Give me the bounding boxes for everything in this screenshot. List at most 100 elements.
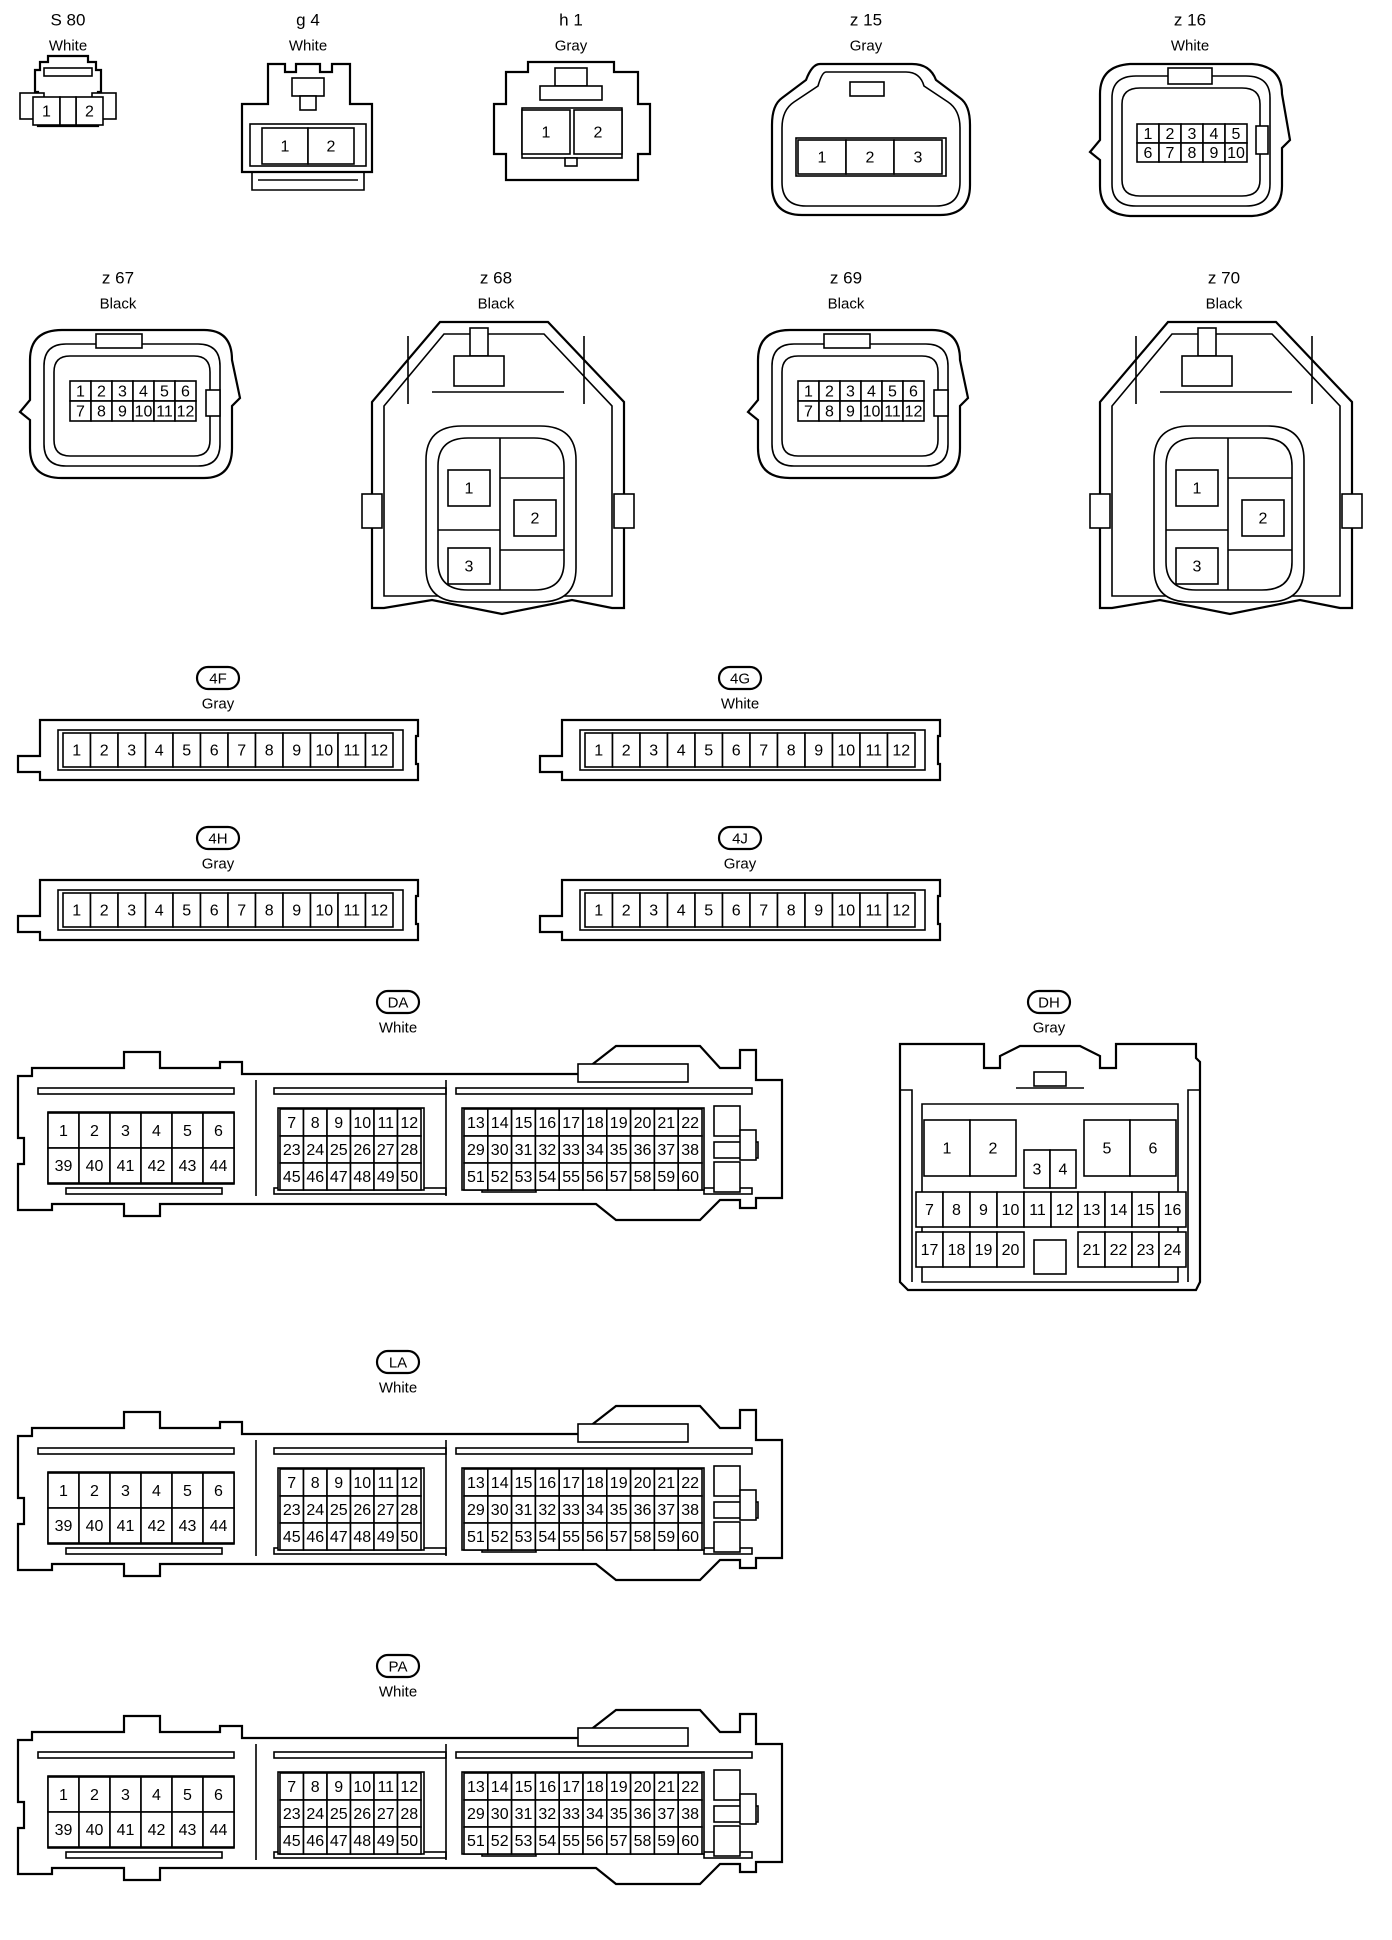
housing-outline	[455, 1087, 753, 1095]
pin-number: 6	[210, 743, 219, 760]
pin-number: 11	[1029, 1202, 1046, 1219]
connector-code: z 16	[1174, 11, 1206, 30]
pin-number: 3	[121, 1123, 130, 1140]
pin-number: 1	[59, 1123, 68, 1140]
pin-number: 2	[97, 384, 106, 401]
latch-tab	[1167, 67, 1213, 85]
pin-number: 27	[377, 1502, 395, 1519]
pin-number: 8	[265, 903, 274, 920]
pin-number: 9	[334, 1779, 343, 1796]
pin-cavity	[902, 400, 925, 422]
pin-number: 55	[562, 1833, 580, 1850]
pin-cavity	[886, 732, 916, 768]
pin-number: 3	[127, 903, 136, 920]
pin-number: 26	[353, 1142, 371, 1159]
pin-number: 9	[334, 1115, 343, 1132]
pin-number: 5	[704, 743, 713, 760]
pin-number: 40	[86, 1822, 104, 1839]
pin-cavity	[1049, 1149, 1077, 1189]
pin-number: 2	[1166, 126, 1175, 143]
pin-number: 11	[884, 404, 901, 421]
latch-tab	[291, 77, 325, 97]
pin-number: 44	[210, 1158, 228, 1175]
pin-cavity	[1077, 1191, 1106, 1228]
pin-number: 22	[681, 1779, 699, 1796]
pin-number: 4	[155, 743, 164, 760]
pin-number: 30	[491, 1806, 509, 1823]
pin-number: 12	[370, 903, 388, 920]
pin-number: 14	[491, 1779, 509, 1796]
pin-number: 2	[622, 903, 631, 920]
pin-number: 7	[759, 743, 768, 760]
pin-cavity	[144, 892, 174, 928]
pin-number: 19	[975, 1242, 993, 1259]
pin-cavity	[886, 892, 916, 928]
pin-number: 52	[491, 1529, 509, 1546]
connector-color: Black	[100, 296, 137, 313]
pin-cavity	[639, 732, 669, 768]
pin-cavity	[996, 1231, 1025, 1268]
pin-number: 39	[55, 1518, 73, 1535]
pin-number: 59	[657, 1529, 675, 1546]
connector-color: Gray	[1033, 1020, 1066, 1037]
pin-number: 6	[214, 1123, 223, 1140]
pin-cavity	[109, 1811, 142, 1848]
pin-number: 44	[210, 1518, 228, 1535]
pin-number: 33	[562, 1806, 580, 1823]
pin-cavity	[140, 1507, 173, 1544]
pin-number: 1	[281, 139, 290, 156]
pin-number: 9	[1210, 145, 1219, 162]
pin-number: 13	[1083, 1202, 1101, 1219]
pin-cavity	[915, 1231, 944, 1268]
pin-number: 27	[377, 1806, 395, 1823]
pin-number: 3	[649, 903, 658, 920]
pin-cavity	[1158, 1191, 1187, 1228]
pin-cavity	[447, 469, 491, 507]
pin-number: 36	[634, 1502, 652, 1519]
pin-number: 11	[377, 1779, 394, 1796]
pin-number: 14	[491, 1475, 509, 1492]
pin-number: 6	[1144, 145, 1153, 162]
pin-number: 7	[759, 903, 768, 920]
pin-number: 2	[866, 150, 875, 167]
connector-code-badge	[717, 825, 763, 851]
pin-cavity	[1129, 1119, 1177, 1177]
connector-color: White	[721, 696, 759, 713]
pin-number: 3	[1193, 559, 1202, 576]
housing-outline	[539, 85, 603, 101]
pin-number: 29	[467, 1502, 485, 1519]
pin-number: 5	[704, 903, 713, 920]
connector-color: White	[379, 1020, 417, 1037]
pin-cavity	[309, 892, 339, 928]
pin-number: 43	[179, 1158, 197, 1175]
latch-tab	[1033, 1071, 1067, 1087]
pin-number: 25	[330, 1806, 348, 1823]
pin-cavity	[666, 732, 696, 768]
pin-number: 29	[467, 1806, 485, 1823]
pin-number: 38	[681, 1502, 699, 1519]
pin-number: 3	[1188, 126, 1197, 143]
pin-cavity	[202, 1776, 235, 1813]
connector-code: z 68	[480, 269, 512, 288]
connector-code-badge	[195, 665, 241, 691]
housing-outline	[739, 1489, 757, 1521]
pin-number: 45	[283, 1169, 301, 1186]
pin-cavity	[677, 1162, 703, 1191]
pin-number: 1	[72, 743, 81, 760]
connector-code-badge	[1026, 989, 1072, 1015]
pin-number: 6	[732, 903, 741, 920]
latch-tab	[469, 327, 489, 357]
housing-outline	[1033, 1239, 1067, 1275]
pin-number: 20	[1002, 1242, 1020, 1259]
pin-number: 1	[76, 384, 85, 401]
pin-number: 22	[681, 1475, 699, 1492]
pin-number: 42	[148, 1158, 166, 1175]
pin-number: 15	[515, 1115, 533, 1132]
pin-number: 2	[90, 1787, 99, 1804]
pin-cavity	[89, 732, 119, 768]
pin-number: 4	[677, 743, 686, 760]
pin-number: 37	[657, 1806, 675, 1823]
